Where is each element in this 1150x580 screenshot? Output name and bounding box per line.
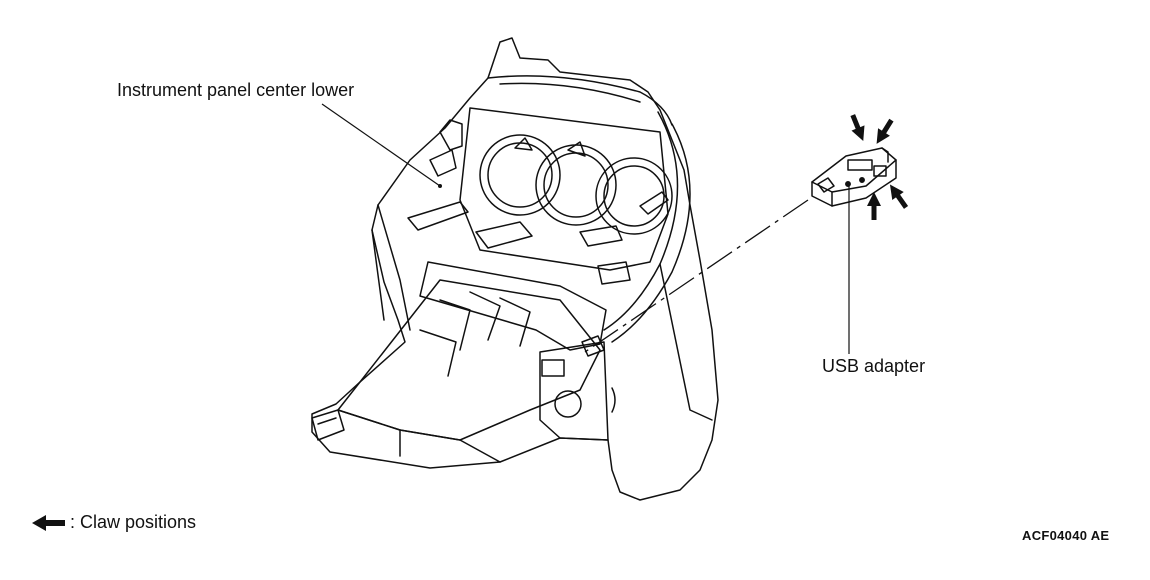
instrument-panel-center-lower bbox=[311, 37, 719, 501]
dashed-connector-line bbox=[584, 199, 809, 353]
claw-arrow-icon bbox=[876, 118, 894, 144]
claw-arrow-icon bbox=[867, 192, 881, 220]
leader-line-panel bbox=[321, 103, 441, 187]
figure-code: ACF04040 AE bbox=[1022, 528, 1110, 543]
leader-dot-panel bbox=[438, 184, 442, 188]
label-usb-adapter: USB adapter bbox=[822, 356, 926, 376]
claw-arrow-icon bbox=[889, 184, 909, 209]
usb-adapter bbox=[811, 147, 897, 207]
legend-text: : Claw positions bbox=[70, 512, 197, 532]
arrow-left-icon bbox=[32, 514, 65, 531]
claw-arrow-icon bbox=[850, 114, 865, 141]
legend: : Claw positions bbox=[32, 512, 196, 533]
label-instrument-panel-center-lower: Instrument panel center lower bbox=[117, 80, 355, 100]
